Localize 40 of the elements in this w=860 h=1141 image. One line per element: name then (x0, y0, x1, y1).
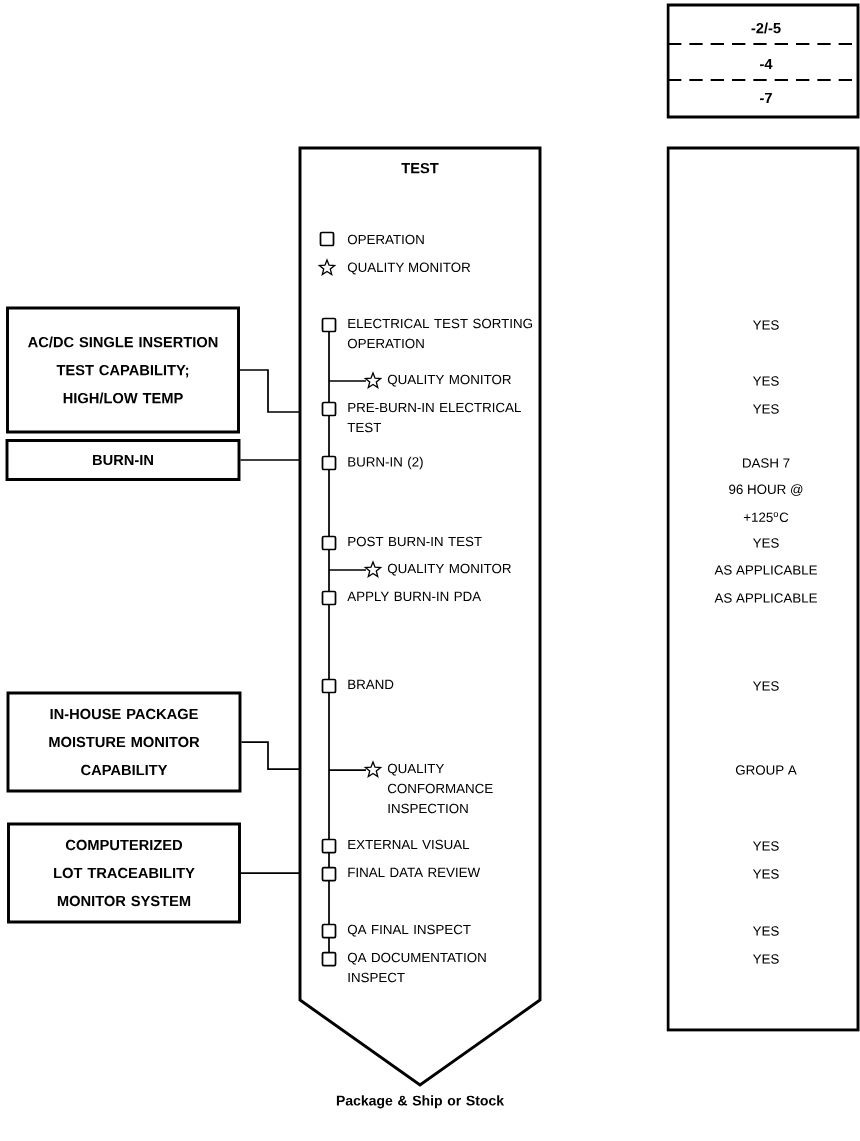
value-text: YES (752, 954, 779, 964)
note-box: COMPUTERIZED LOT TRACEABILITY MONITOR SYSTEM (7, 822, 241, 924)
legend-text: OPERATION (347, 234, 424, 245)
value-text: DASH 7 (743, 458, 790, 468)
value-text: AS APPLICABLE (714, 593, 817, 603)
step-text: QUALITY MONITOR (387, 374, 511, 387)
connector-line (240, 741, 301, 770)
step-text: APPLY BURN-IN PDA (347, 591, 482, 602)
step-text: EXTERNAL VISUAL (348, 839, 470, 850)
value-text: 96 HOUR @ (729, 484, 803, 496)
step-text: FINAL DATA REVIEW (348, 867, 481, 877)
value-text: AS APPLICABLE (714, 565, 817, 575)
value-text: YES (752, 869, 779, 879)
value-text: YES (752, 376, 779, 386)
value-text: +125$^{o}$C (743, 512, 789, 522)
legend-text: QUALITY MONITOR (347, 262, 471, 275)
value-text: YES (752, 320, 779, 330)
value-text: YES (752, 538, 779, 548)
note-box: IN-HOUSE PACKAGE MOISTURE MONITOR CAPABILITY (6, 691, 242, 793)
step-text: QUALITY MONITOR (387, 563, 511, 576)
connector-line (240, 872, 301, 874)
step-text: BURN-IN (2) (348, 456, 423, 470)
value-text: YES (752, 404, 779, 414)
connector-line (239, 459, 301, 461)
note-box: BURN-IN (5, 439, 241, 481)
connector-line (239, 369, 301, 413)
note-box: AC/DC SINGLE INSERTION TEST CAPABILITY; HIGH/LOW TEMP (6, 306, 240, 434)
value-text: YES (752, 841, 779, 851)
step-text: QA FINAL INSPECT (347, 924, 471, 937)
end-caption: Package & Ship or Stock (336, 1095, 505, 1109)
step-text: QA DOCUMENTATION INSPECT (347, 952, 486, 983)
step-text: BRAND (348, 679, 394, 689)
step-text: PRE-BURN-IN ELECTRICAL TEST (347, 402, 521, 433)
step-text: ELECTRICAL TEST SORTING OPERATION (347, 318, 532, 349)
step-text: POST BURN-IN TEST (348, 536, 482, 547)
value-text: YES (752, 681, 779, 691)
value-text: GROUP A (735, 765, 797, 775)
step-text: QUALITY CONFORMANCE INSPECTION (387, 763, 493, 814)
value-text: YES (752, 926, 779, 936)
dash-number-table: -2/-5 -4 -7 (666, 3, 860, 119)
